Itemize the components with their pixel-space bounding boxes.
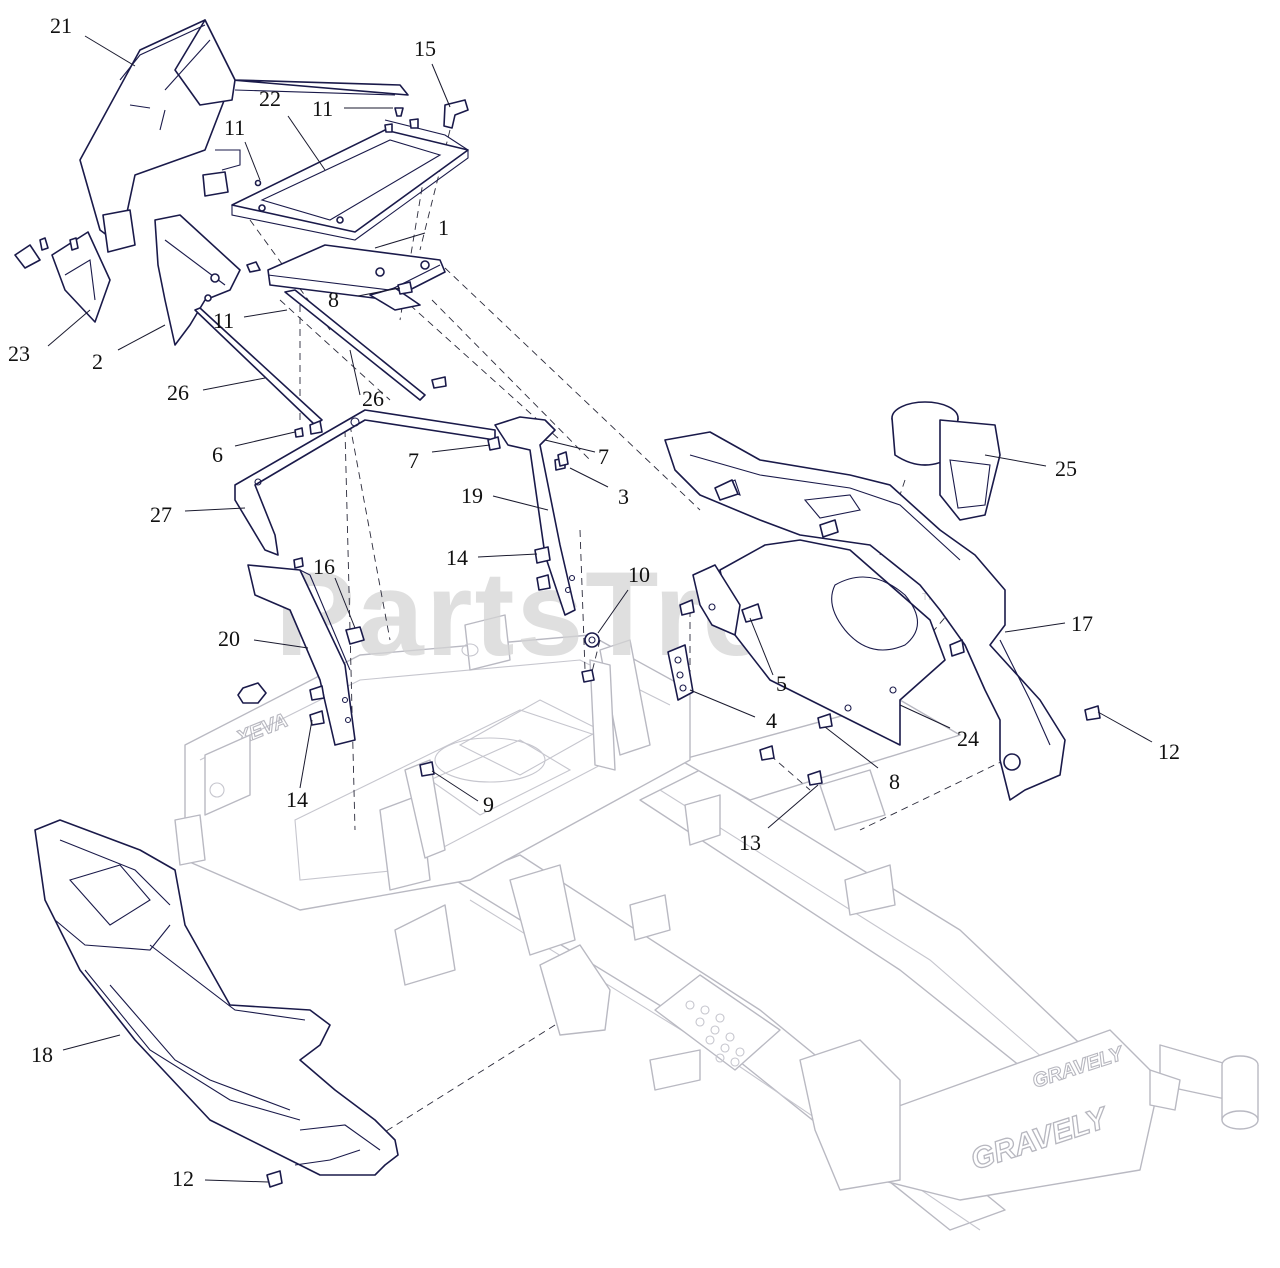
callout-8-upper: 8 [328,287,339,312]
frame-footplate [654,974,781,1071]
callout-27: 27 [150,502,172,527]
hardware [237,107,1101,1188]
callout-labels: 21 15 22 11 11 1 8 11 23 2 26 26 6 7 7 3… [8,13,1180,1191]
part-18-bumper [34,819,399,1176]
callout-11-left: 11 [224,115,245,140]
callout-13: 13 [739,830,761,855]
callout-6: 6 [212,442,223,467]
part-17-side-panel [664,431,1066,801]
callout-16: 16 [313,554,335,579]
callout-26-left: 26 [167,380,189,405]
callout-12-lower: 12 [172,1166,194,1191]
part-21-shroud [79,19,409,253]
callout-22: 22 [259,86,281,111]
part-24-side-plate [719,539,946,746]
part-20-upright [247,564,356,746]
callout-5: 5 [776,671,787,696]
callout-7-right: 7 [598,444,609,469]
callout-2: 2 [92,349,103,374]
callout-23: 23 [8,341,30,366]
footplate-holes [685,1000,745,1067]
part-22-plate [231,119,469,241]
part-23-bracket [14,231,111,323]
callout-4: 4 [766,708,777,733]
callout-12-right: 12 [1158,739,1180,764]
callout-17: 17 [1071,611,1093,636]
callout-18: 18 [31,1042,53,1067]
callout-24: 24 [957,726,979,751]
leader-lines [47,35,1153,1183]
callout-10: 10 [628,562,650,587]
callout-11-lower: 11 [213,308,234,333]
callout-3: 3 [618,484,629,509]
part-26-rods [194,289,426,426]
part-4-plate [667,644,694,701]
callout-26-right: 26 [362,386,384,411]
callout-14-lower: 14 [286,787,308,812]
callout-21: 21 [50,13,72,38]
callout-19: 19 [461,483,483,508]
part-27-bent-bar [234,409,496,556]
mower-frame: GRAVELY GRAVELY XEVA [174,614,1259,1231]
part-25-cup-holder [891,401,1001,521]
callout-9: 9 [483,792,494,817]
callout-7-left: 7 [408,448,419,473]
callout-1: 1 [438,215,449,240]
callout-20: 20 [218,626,240,651]
callout-15: 15 [414,36,436,61]
part-5-bracket [692,564,741,636]
callout-25: 25 [1055,456,1077,481]
part-15-clip [443,99,469,129]
callout-14-upper: 14 [446,545,468,570]
callout-11-upper: 11 [312,96,333,121]
callout-8-lower: 8 [889,769,900,794]
